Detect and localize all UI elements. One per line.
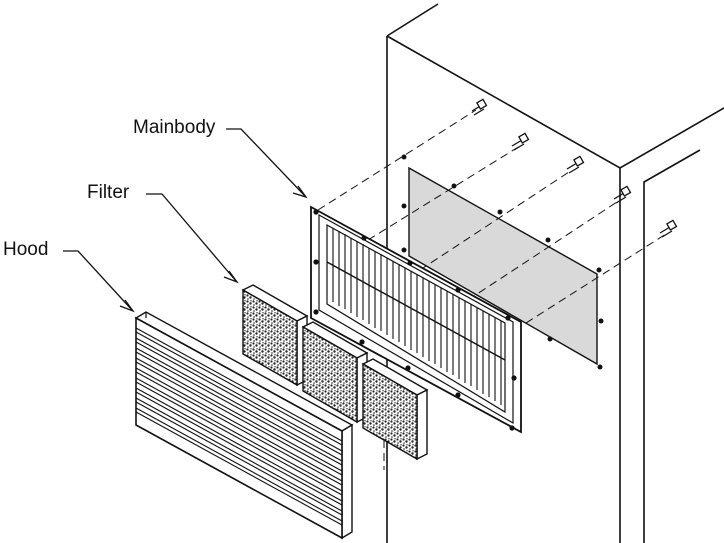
screw-3 <box>566 155 585 174</box>
leader-filter <box>146 193 237 282</box>
dashed-alignment-lines <box>317 109 667 470</box>
screw-5 <box>659 219 678 238</box>
hood-louver <box>134 311 354 540</box>
wall-opening-panel <box>408 166 598 366</box>
cabinet-screw-holes <box>401 154 604 370</box>
filter-label: Filter <box>87 182 130 203</box>
cabinet-body <box>386 3 724 543</box>
leader-hood-arrowhead <box>119 299 135 313</box>
filter-panel-2 <box>301 321 369 424</box>
screw-4 <box>613 185 632 204</box>
filter-set <box>241 284 429 461</box>
leader-filter-arrowhead <box>223 270 239 284</box>
hood-label: Hood <box>3 239 49 260</box>
leader-mainbody-arrowhead <box>292 185 308 199</box>
filter-panel-3 <box>361 358 429 461</box>
mainbody-grille <box>310 205 522 434</box>
mounting-screws <box>471 98 678 238</box>
leader-mainbody <box>226 128 306 197</box>
label-leader-lines <box>63 128 308 313</box>
leader-hood <box>63 250 133 311</box>
screw-2 <box>511 132 530 151</box>
mainbody-label: Mainbody <box>133 117 216 138</box>
screw-1 <box>471 98 488 116</box>
